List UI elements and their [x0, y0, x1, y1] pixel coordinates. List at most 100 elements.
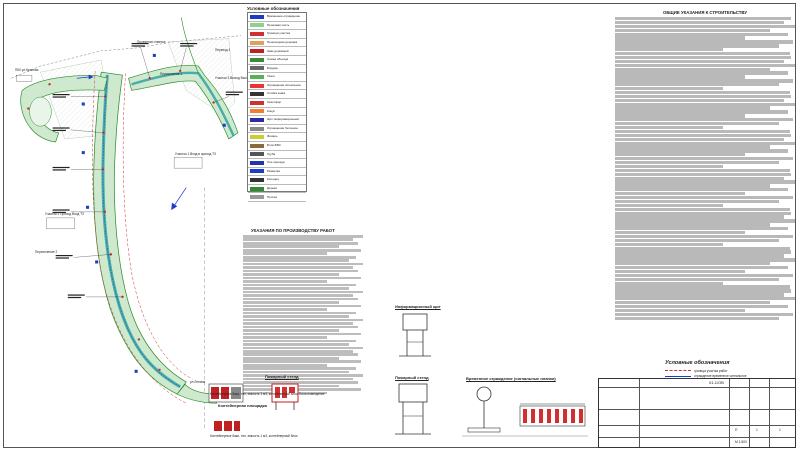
note-text-line — [243, 339, 356, 343]
legend-swatch — [250, 40, 264, 45]
note-text-line — [615, 55, 792, 60]
plan-note: Участок 1 Вход в проход ТЗ — [175, 152, 216, 156]
note-text-line — [615, 211, 792, 215]
note-text-line — [615, 106, 770, 110]
legend-top: Временное ограждение Проезжая часть Гран… — [247, 12, 307, 203]
title-block-rule — [599, 409, 795, 410]
note-text-line — [243, 262, 363, 266]
work-notes: УКАЗАНИЯ ПО ПРОИЗВОДСТВУ РАБОТ — [243, 228, 363, 395]
legend-row: Бордюр — [248, 65, 306, 74]
legend-item: граница участка работ — [665, 368, 795, 374]
note-text-line — [243, 363, 327, 367]
note-text-line — [243, 343, 349, 346]
legend-item: ограждение временное сигнальное — [665, 374, 795, 380]
title-block-rule — [599, 425, 795, 426]
legend-label: ограждение временное сигнальное — [694, 374, 747, 379]
title-block: 01-1/ОВ П 1 1 М 1:500 — [598, 378, 796, 448]
legend-label: граница участка работ — [694, 368, 728, 373]
note-text-line — [615, 129, 790, 134]
legend-swatch — [250, 195, 264, 200]
legend-label: Ограждение бетонное — [267, 126, 298, 130]
note-text-line — [615, 246, 790, 250]
legend-label: Схема объезда — [267, 58, 289, 62]
note-text-line — [243, 353, 359, 357]
note-text-line — [615, 90, 790, 95]
legend-label: Прочее — [267, 195, 278, 199]
note-text-line — [243, 252, 327, 256]
note-text-line — [615, 269, 745, 274]
legend-row: Стойка знака — [248, 90, 306, 99]
note-text-line — [243, 283, 356, 287]
note-text-line — [615, 219, 795, 223]
note-text-line — [615, 289, 792, 293]
legend-swatch — [250, 143, 264, 148]
note-text-line — [243, 287, 349, 290]
note-text-line — [243, 388, 361, 391]
note-text-line — [615, 52, 790, 56]
legend-top-title: Условные обозначения — [247, 6, 300, 11]
note-text-line — [615, 157, 794, 161]
title-block-rule — [769, 379, 770, 447]
note-text-line — [615, 149, 788, 153]
legend-swatch — [250, 135, 264, 140]
legend-swatch — [250, 152, 264, 157]
title-block-rule — [749, 379, 750, 447]
legend-label: Блок ФБС — [267, 144, 281, 148]
legend-swatch — [250, 178, 264, 183]
bins-drawing — [214, 421, 240, 431]
note-text-line — [615, 281, 723, 285]
legend-swatch — [250, 100, 264, 105]
legend-swatch — [250, 74, 264, 79]
legend-row: Щит информационный — [248, 116, 306, 125]
note-text-line — [243, 294, 354, 297]
note-text-line — [615, 285, 790, 289]
legend-line — [665, 370, 691, 372]
legend-row: Прочее — [248, 193, 306, 203]
legend-swatch — [250, 23, 264, 28]
note-text-line — [615, 67, 770, 71]
plan-note: Проектная отметка — [137, 40, 166, 44]
note-text-line — [615, 250, 792, 254]
legend-label: Конус — [267, 109, 276, 113]
note-text-line — [615, 258, 795, 262]
legend-swatch — [250, 92, 264, 97]
note-text-line — [243, 315, 349, 318]
legend-label: Колодец — [267, 178, 279, 182]
note-text-line — [615, 266, 788, 270]
legend-label: Проезжая часть — [267, 23, 290, 27]
note-text-line — [615, 254, 785, 258]
temp-fence-title: Временное ограждение (сигнальные планки) — [466, 376, 556, 381]
note-text-line — [615, 125, 723, 130]
note-text-line — [243, 349, 354, 353]
note-text-line — [615, 141, 795, 145]
note-text-line — [615, 242, 723, 246]
temp-fence-drawing — [462, 386, 588, 437]
note-text-line — [615, 137, 785, 141]
legend-label: Пешеходная дорожка — [267, 40, 298, 44]
note-text-line — [615, 133, 792, 138]
note-text-line — [615, 36, 745, 40]
legend-swatch — [250, 83, 264, 88]
note-text-line — [615, 17, 792, 21]
general-notes-title: ОБЩИЕ УКАЗАНИЯ К СТРОИТЕЛЬСТВУ — [662, 10, 748, 15]
note-text-line — [243, 374, 363, 377]
note-text-line — [615, 277, 779, 281]
legend-label: Труба — [267, 152, 276, 156]
legend-label: Дерево — [267, 187, 278, 191]
note-text-line — [615, 207, 790, 211]
legend-row: Дерево — [248, 185, 306, 194]
note-text-line — [243, 367, 356, 370]
note-text-line — [615, 180, 795, 184]
plan-note: Участок 2 Проход Вход ТЗ — [45, 212, 84, 216]
notes-body — [243, 235, 363, 395]
note-text-line — [615, 110, 788, 114]
note-text-line — [243, 329, 339, 332]
note-text-line — [615, 172, 792, 176]
title-block-rule — [729, 379, 730, 447]
note-text-line — [615, 75, 745, 79]
legend-label: Бордюр — [267, 66, 278, 70]
note-text-line — [615, 297, 795, 301]
legend-row: Пешеходная дорожка — [248, 39, 306, 48]
note-text-line — [243, 304, 361, 308]
note-text-line — [243, 318, 363, 322]
